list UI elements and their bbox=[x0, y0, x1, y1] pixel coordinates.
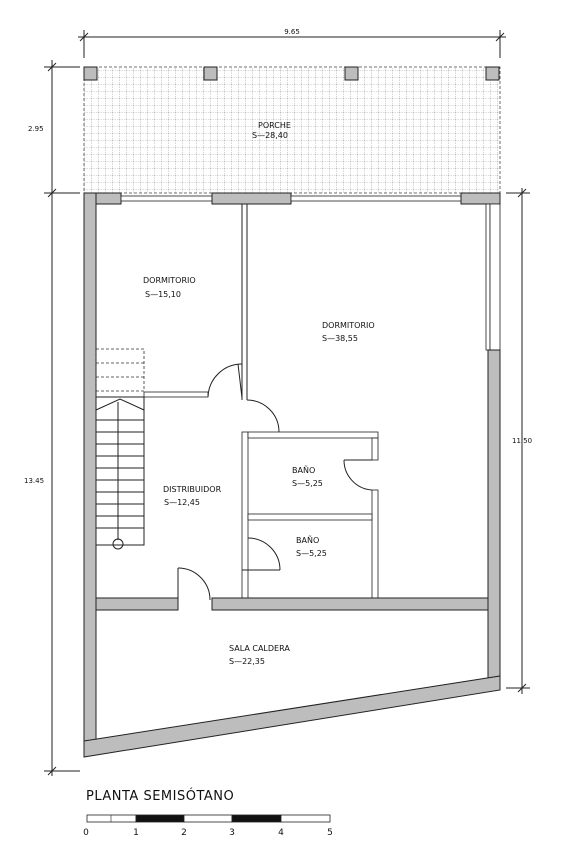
doors bbox=[177, 363, 373, 601]
porch-column bbox=[344, 66, 359, 81]
room-sala-caldera-name: SALA CALDERA bbox=[229, 644, 290, 653]
room-bano-1-name: BAÑO bbox=[292, 465, 315, 475]
scale-tick-0: 0 bbox=[83, 828, 89, 838]
dim-porch-depth: 2.95 bbox=[28, 125, 44, 133]
room-porche-area: S—28,40 bbox=[252, 131, 288, 140]
porch-column bbox=[203, 66, 218, 81]
room-bano-2-area: S—5,25 bbox=[296, 549, 327, 558]
dim-right-depth: 11.50 bbox=[512, 437, 532, 445]
room-dormitorio-1-area: S—15,10 bbox=[145, 290, 181, 299]
dim-total-depth: 13.45 bbox=[24, 477, 44, 485]
scale-bar: 0 1 2 3 4 5 bbox=[83, 814, 333, 838]
room-distribuidor-name: DISTRIBUIDOR bbox=[163, 485, 222, 494]
room-bano-1-area: S—5,25 bbox=[292, 479, 323, 488]
porch-area bbox=[83, 66, 501, 194]
room-bano-2-name: BAÑO bbox=[296, 535, 319, 545]
scale-tick-1: 1 bbox=[133, 828, 139, 838]
interior-walls bbox=[95, 204, 489, 611]
outer-walls bbox=[83, 192, 501, 758]
plan-title: PLANTA SEMISÓTANO bbox=[86, 788, 234, 804]
staircase bbox=[95, 348, 145, 550]
dim-top-width: 9.65 bbox=[284, 28, 300, 36]
scale-tick-2: 2 bbox=[181, 828, 187, 838]
room-porche-name: PORCHE bbox=[258, 121, 291, 130]
room-dormitorio-2-area: S—38,55 bbox=[322, 334, 358, 343]
scale-tick-5: 5 bbox=[327, 828, 333, 838]
porch-column bbox=[485, 66, 500, 81]
scale-tick-3: 3 bbox=[229, 828, 235, 838]
scale-tick-4: 4 bbox=[278, 828, 284, 838]
porch-column bbox=[83, 66, 98, 81]
dimension-lines bbox=[44, 30, 530, 776]
room-dormitorio-1-name: DORMITORIO bbox=[143, 276, 196, 285]
room-sala-caldera-area: S—22,35 bbox=[229, 657, 265, 666]
room-dormitorio-2-name: DORMITORIO bbox=[322, 321, 375, 330]
room-distribuidor-area: S—12,45 bbox=[164, 498, 200, 507]
